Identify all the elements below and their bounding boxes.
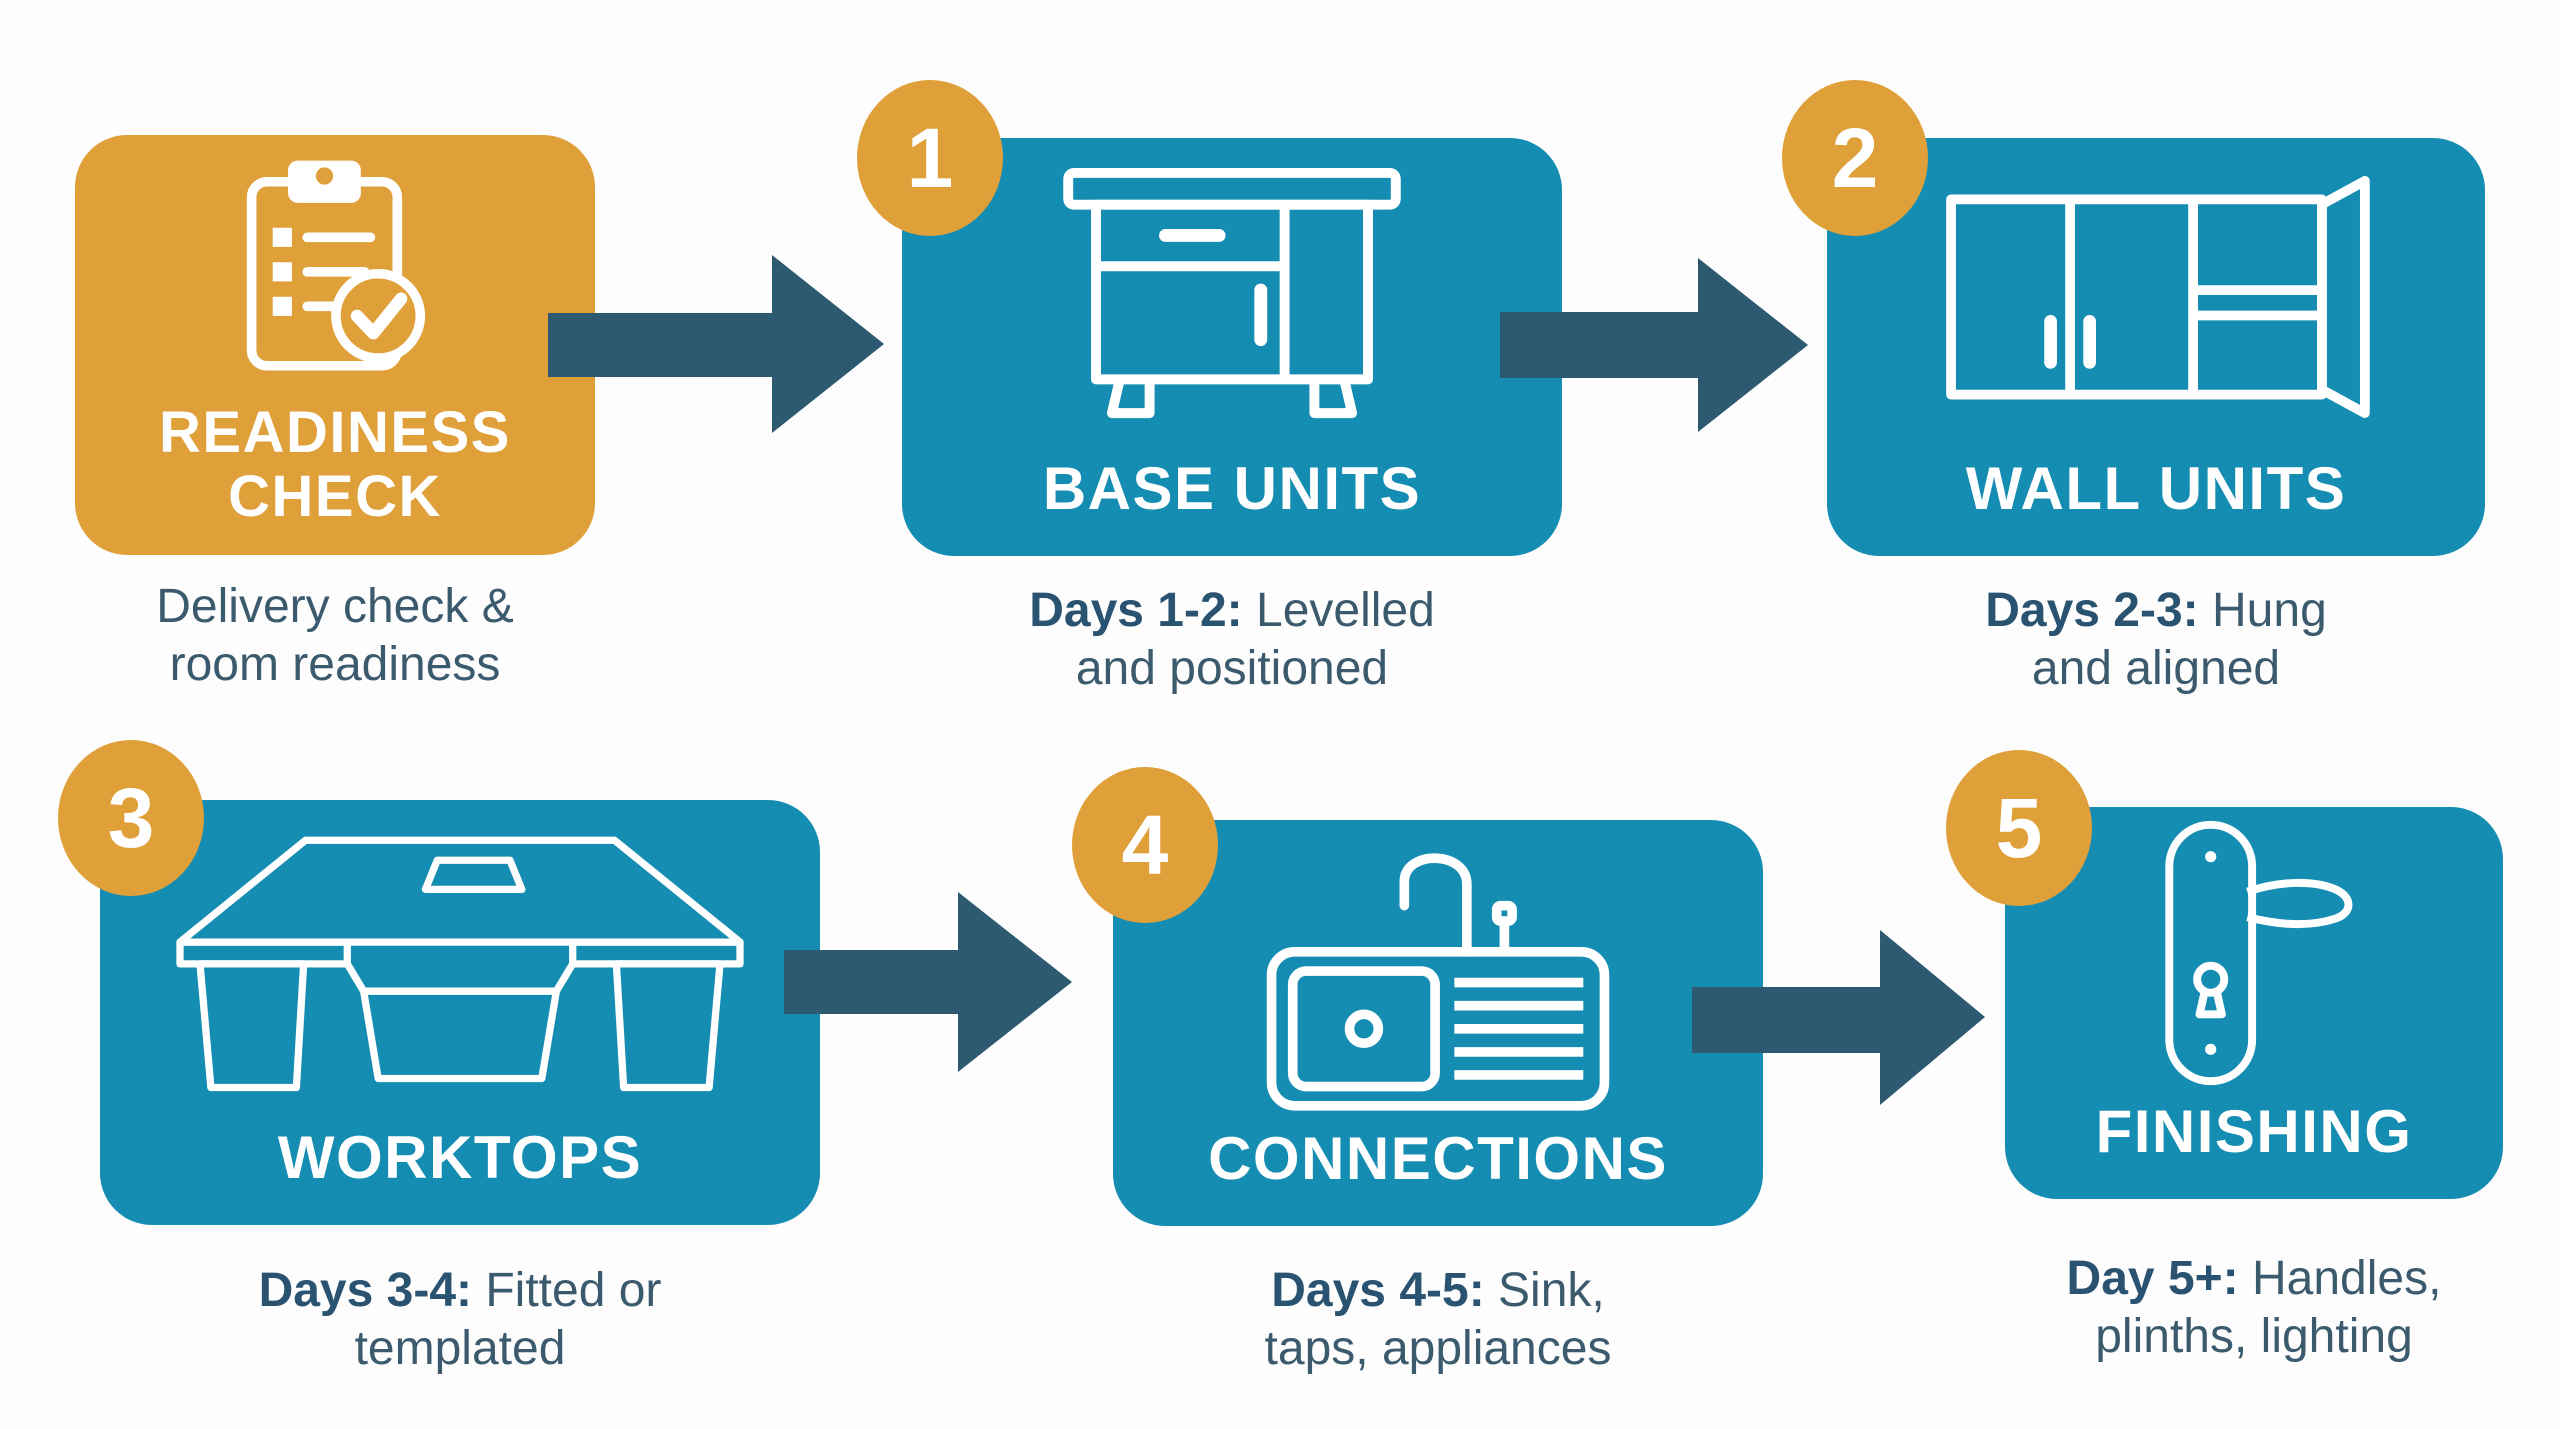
sink-tap-icon: [1113, 820, 1763, 1126]
flow-arrow-4: [1692, 930, 1985, 1105]
step-number-badge: 2: [1782, 80, 1928, 236]
finishing-caption: Day 5+: Handles,plinths, lighting: [2066, 1252, 2442, 1363]
step-number-badge: 4: [1072, 767, 1218, 923]
wall-units-box: WALL UNITS 2: [1782, 80, 2485, 556]
connections-box: CONNECTIONS 4: [1072, 767, 1763, 1226]
step-number-badge: 5: [1946, 750, 2092, 906]
flow-arrow-3: [784, 892, 1072, 1072]
finishing-box: FINISHING 5: [1946, 750, 2503, 1199]
step-title: WORKTOPS: [277, 1124, 643, 1191]
step-title: CONNECTIONS: [1208, 1125, 1668, 1192]
base-cabinet-icon: [902, 138, 1562, 456]
base-units-box: BASE UNITS 1: [857, 80, 1562, 556]
worktops-box: WORKTOPS 3: [58, 740, 820, 1225]
step-title: BASE UNITS: [1042, 455, 1422, 522]
step-title: WALL UNITS: [1965, 455, 2347, 522]
readiness-check-caption: Delivery check &room readiness: [156, 580, 514, 691]
flow-arrow-1: [548, 255, 884, 433]
worktop-icon: [100, 800, 820, 1125]
door-handle-icon: [2005, 807, 2503, 1099]
connections-caption: Days 4-5: Sink,taps, appliances: [1264, 1264, 1612, 1375]
clipboard-check-icon: [75, 135, 595, 401]
step-number-badge: 3: [58, 740, 204, 896]
step-title: FINISHING: [2095, 1098, 2413, 1165]
flow-arrow-2: [1500, 258, 1808, 432]
step-number-badge: 1: [857, 80, 1003, 236]
wall-cabinet-icon: [1827, 138, 2485, 456]
